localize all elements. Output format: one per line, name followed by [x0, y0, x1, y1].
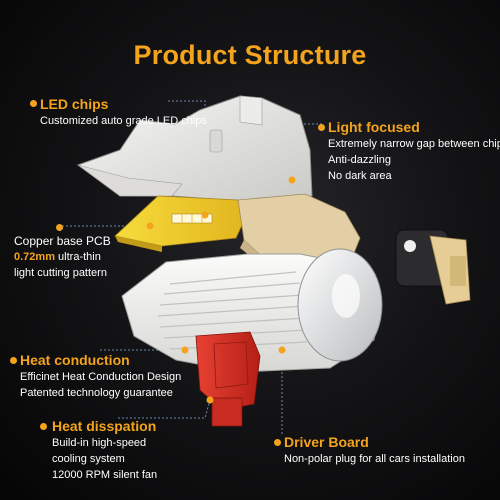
upper-housing-part [76, 95, 313, 206]
light-focused-line-3: No dark area [328, 170, 392, 183]
heat-conduction-line-2: Patented technology guarantee [20, 387, 173, 400]
heat-dissipation-bullet [40, 423, 47, 430]
copper-pcb-line-1-text: ultra-thin [54, 251, 101, 264]
led-chips-bullet [30, 100, 37, 107]
heat-dissipation-line-2: cooling system [52, 453, 125, 466]
finned-heat-sink [121, 248, 383, 373]
copper-pcb-thickness: 0.72mm [14, 251, 55, 264]
callout-markers [146, 176, 296, 404]
copper-pcb-heading: Copper base PCB [14, 234, 111, 248]
heat-conduction-bullet [10, 357, 17, 364]
driver-board-line-1: Non-polar plug for all cars installation [284, 453, 465, 466]
driver-board-heading: Driver Board [284, 434, 369, 450]
copper-pcb-board [114, 195, 247, 252]
driver-board-bullet [274, 439, 281, 446]
copper-pcb-line-1: 0.72mm ultra-thin [14, 250, 111, 266]
led-chips-heading: LED chips [40, 96, 109, 112]
light-focused-bullet [318, 124, 325, 131]
callout-copper-pcb: Copper base PCB 0.72mm ultra-thin light … [14, 233, 111, 282]
copper-pcb-bullet [56, 224, 63, 231]
light-focused-line-1: Extremely narrow gap between chips [328, 138, 500, 151]
callout-heat-conduction: Heat conduction Efficinet Heat Conductio… [20, 350, 181, 402]
led-chips-line-1: Customized auto grade LED chips [40, 115, 207, 128]
heat-dissipation-line-1: Build-in high-speed [52, 437, 147, 450]
callout-light-focused: Light focused Extremely narrow gap betwe… [328, 117, 500, 185]
heat-conduction-line-1: Efficinet Heat Conduction Design [20, 371, 182, 384]
copper-pcb-line-2: light cutting pattern [14, 267, 107, 280]
callout-led-chips: LED chips Customized auto grade LED chip… [40, 94, 207, 130]
callout-driver-board: Driver Board Non-polar plug for all cars… [284, 432, 465, 468]
callout-heat-dissipation: Heat disspation Build-in high-speed cool… [52, 416, 157, 484]
light-focused-heading: Light focused [328, 119, 420, 135]
heat-dissipation-heading: Heat disspation [52, 418, 157, 434]
h4-base-plug [395, 229, 471, 305]
page-title: Product Structure [133, 40, 367, 70]
heat-conduction-heading: Heat conduction [20, 352, 130, 368]
cooling-fan-red [195, 331, 261, 427]
leader-heat-dissipation [118, 399, 211, 419]
heat-dissipation-line-3: 12000 RPM silent fan [52, 469, 158, 482]
light-focused-line-2: Anti-dazzling [328, 154, 391, 167]
